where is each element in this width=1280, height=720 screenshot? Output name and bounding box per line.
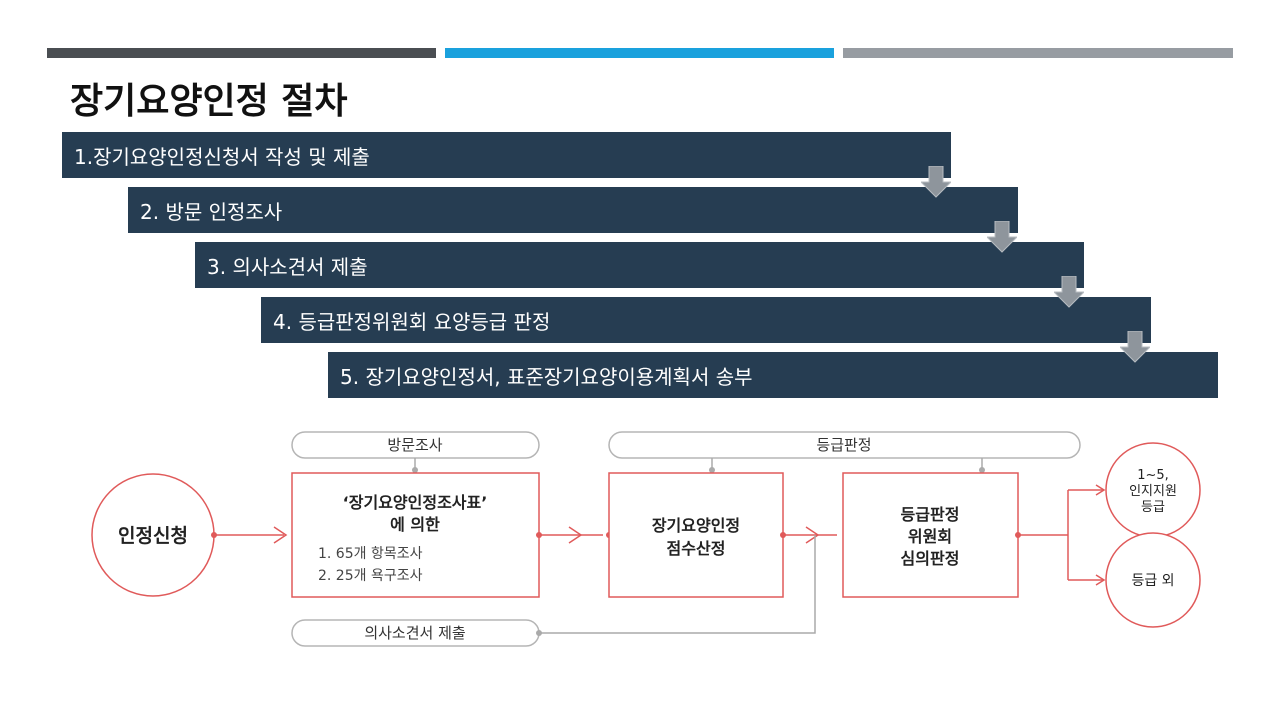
doctor-opinion-connector [539, 535, 816, 634]
arrow-head-icon [568, 526, 583, 544]
connector-dot [412, 467, 418, 473]
flow-arrow-dot [1015, 532, 1021, 538]
flow-arrow-dot [536, 532, 542, 538]
down-arrow-icon [987, 221, 1017, 253]
step-5-label: 5. 장기요양인정서, 표준장기요양이용계획서 송부 [340, 364, 753, 389]
down-arrow-icon [921, 166, 951, 198]
page-title: 장기요양인정 절차 [70, 81, 348, 122]
score-box-line-2: 점수산정 [667, 539, 726, 558]
grade-decision-label: 등급판정 [816, 436, 871, 454]
committee-box [842, 472, 1019, 598]
step-4-label: 4. 등급판정위원회 요양등급 판정 [273, 309, 551, 334]
visit-survey-label: 방문조사 [387, 436, 442, 454]
result-grade-line-3: 등급 [1141, 500, 1165, 515]
connector-dot [536, 630, 542, 636]
step-3-box: 3. 의사소견서 제출 [195, 242, 1084, 288]
survey-item-2: 2. 25개 욕구조사 [318, 568, 423, 584]
header-bar-dark [47, 48, 436, 58]
flow-arrow-dot [780, 532, 786, 538]
survey-item-1: 1. 65개 항목조사 [318, 546, 423, 562]
step-4-box: 4. 등급판정위원회 요양등급 판정 [261, 297, 1151, 343]
step-2-box: 2. 방문 인정조사 [128, 187, 1018, 233]
survey-title-line-2: 에 의한 [390, 515, 440, 534]
committee-line-2: 위원회 [908, 527, 952, 546]
down-arrow-icon [1054, 276, 1084, 308]
connector-dot [979, 467, 985, 473]
arrow-head-icon [273, 526, 288, 544]
score-calculation-box [608, 472, 784, 598]
application-label: 인정신청 [118, 525, 188, 547]
step-5-box: 5. 장기요양인정서, 표준장기요양이용계획서 송부 [328, 352, 1218, 398]
committee-line-1: 등급판정 [901, 505, 960, 524]
result-grade-line-2: 인지지원 [1129, 484, 1177, 499]
survey-title-line-1: ‘장기요양인정조사표’ [343, 493, 488, 512]
step-1-box: 1.장기요양인정신청서 작성 및 제출 [62, 132, 951, 178]
header-bar-blue [445, 48, 834, 58]
arrow-head-icon [1095, 574, 1106, 586]
down-arrow-icon [1120, 331, 1150, 363]
step-2-label: 2. 방문 인정조사 [140, 199, 283, 224]
header-bar-gray [843, 48, 1233, 58]
arrow-head-icon [805, 526, 820, 544]
result-other-circle [1105, 532, 1201, 628]
committee-line-3: 심의판정 [901, 549, 960, 568]
step-1-label: 1.장기요양인정신청서 작성 및 제출 [74, 144, 370, 169]
result-grade-line-1: 1~5, [1137, 468, 1169, 483]
score-box-line-1: 장기요양인정 [652, 516, 740, 535]
doctor-opinion-label: 의사소견서 제출 [364, 624, 465, 642]
result-other-label: 등급 외 [1131, 573, 1174, 589]
step-3-label: 3. 의사소견서 제출 [207, 254, 368, 279]
arrow-head-icon [1095, 484, 1106, 496]
connector-dot [709, 467, 715, 473]
flow-arrow-dot [211, 532, 217, 538]
grade-decision-pill [608, 431, 1081, 459]
survey-box [291, 472, 540, 598]
